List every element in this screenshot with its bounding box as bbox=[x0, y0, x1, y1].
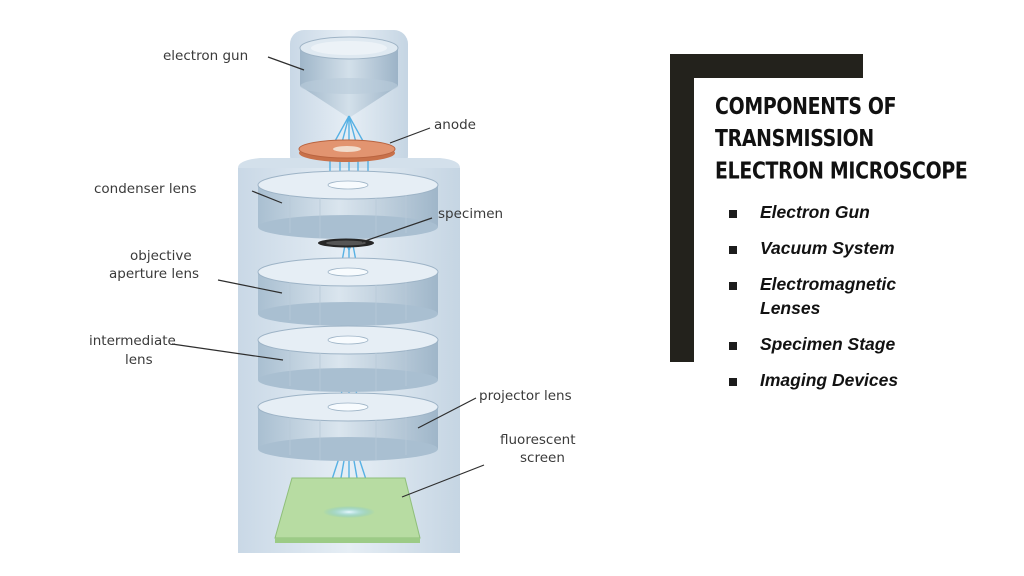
slide-title: COMPONENTS OF TRANSMISSION ELECTRON MICR… bbox=[715, 90, 1015, 187]
intermediate-lens bbox=[257, 325, 439, 392]
fluorescent-screen bbox=[274, 477, 421, 543]
list-item-electromagnetic-lenses: Electromagnetic Lenses bbox=[729, 272, 1009, 320]
projector-lens bbox=[257, 392, 439, 461]
label-projector-lens: projector lens bbox=[479, 388, 572, 404]
leader-lines bbox=[171, 56, 485, 498]
list-item-label: Electron Gun bbox=[760, 202, 870, 222]
specimen bbox=[318, 238, 374, 248]
bracket-top-bar bbox=[670, 54, 863, 78]
label-electron-gun: electron gun bbox=[163, 48, 248, 64]
label-fluorescent-line1: fluorescent bbox=[500, 432, 576, 448]
anode bbox=[298, 139, 396, 162]
list-item-label: Vacuum System bbox=[760, 238, 895, 258]
label-specimen: specimen bbox=[438, 206, 503, 222]
electron-gun bbox=[299, 36, 399, 118]
list-item-label: Specimen Stage bbox=[760, 334, 896, 354]
list-item-vacuum-system: Vacuum System bbox=[729, 236, 1009, 260]
label-objective-line2: aperture lens bbox=[109, 266, 199, 282]
component-list: Electron Gun Vacuum System Electromagnet… bbox=[729, 200, 1009, 392]
label-intermediate-line1: intermediate bbox=[89, 333, 176, 349]
condenser-lens bbox=[257, 170, 439, 239]
square-bullet-icon bbox=[729, 378, 737, 386]
square-bullet-icon bbox=[729, 210, 737, 218]
title-line: TRANSMISSION bbox=[715, 125, 874, 152]
list-item-label: Electromagnetic bbox=[760, 274, 897, 294]
list-item-label: Lenses bbox=[760, 298, 821, 318]
bracket-side-bar bbox=[670, 54, 694, 362]
label-anode: anode bbox=[434, 117, 476, 133]
title-line: COMPONENTS OF bbox=[715, 93, 897, 120]
label-condenser-lens: condenser lens bbox=[94, 181, 197, 197]
objective-aperture-lens bbox=[257, 257, 439, 326]
list-item-label: Imaging Devices bbox=[760, 370, 899, 390]
list-item-imaging-devices: Imaging Devices bbox=[729, 368, 1009, 392]
tem-diagram: electron gun anode condenser lens specim… bbox=[89, 30, 576, 553]
label-objective-line1: objective bbox=[130, 248, 192, 264]
square-bullet-icon bbox=[729, 342, 737, 350]
label-intermediate-line2: lens bbox=[125, 352, 153, 368]
title-line: ELECTRON MICROSCOPE bbox=[715, 158, 968, 184]
square-bullet-icon bbox=[729, 246, 737, 254]
label-fluorescent-line2: screen bbox=[520, 450, 565, 466]
list-item-specimen-stage: Specimen Stage bbox=[729, 332, 1009, 356]
square-bullet-icon bbox=[729, 282, 737, 290]
list-item-electron-gun: Electron Gun bbox=[729, 200, 1009, 224]
